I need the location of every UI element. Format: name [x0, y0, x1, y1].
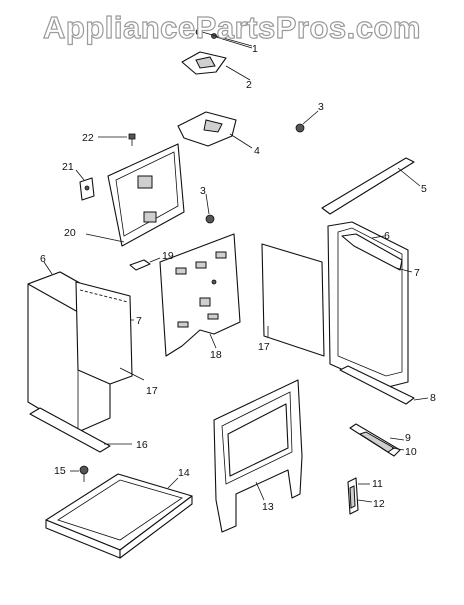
part-6-right-side	[327, 221, 413, 389]
callout-16: 16	[136, 439, 148, 451]
callout-13: 13	[262, 501, 274, 513]
callout-14: 14	[178, 467, 190, 479]
part-17-left-inner	[75, 281, 145, 385]
callout-4: 4	[254, 145, 260, 157]
part-4-plate	[177, 111, 253, 149]
watermark: AppliancePartsPros.com	[42, 9, 421, 45]
callout-7b: 7	[136, 315, 142, 327]
part-9-10-bracket	[349, 423, 405, 457]
callout-3: 3	[318, 101, 324, 113]
callout-6: 6	[384, 230, 390, 242]
callout-2: 2	[246, 79, 252, 91]
part-15-foot	[70, 465, 89, 482]
callout-3b: 3	[200, 185, 206, 197]
callout-20: 20	[64, 227, 76, 239]
part-21-clip	[75, 169, 95, 201]
callout-1: 1	[252, 43, 258, 55]
part-5-strip	[321, 157, 421, 215]
callout-22: 22	[82, 132, 94, 144]
callout-17b: 17	[146, 385, 158, 397]
part-3-knob-lower	[205, 193, 215, 224]
part-2-bracket	[181, 51, 251, 81]
part-8-rail	[339, 365, 429, 405]
part-16-rail	[29, 407, 132, 453]
callout-8: 8	[430, 392, 436, 404]
part-22-screw	[98, 133, 136, 146]
callout-10: 10	[405, 446, 417, 458]
callout-labels: 1 2 3 4 3 22 5 21 6 20 19 7 6 7 18 17 17…	[40, 43, 436, 513]
callout-17: 17	[258, 341, 270, 353]
callout-6b: 6	[40, 253, 46, 265]
callout-9: 9	[405, 432, 411, 444]
part-1-screws	[195, 28, 253, 49]
part-18-center-frame	[159, 233, 241, 357]
callout-15: 15	[54, 465, 66, 477]
part-19-bracket	[129, 257, 161, 271]
part-3-knob	[295, 110, 319, 133]
callout-21: 21	[62, 161, 74, 173]
part-17-center-panel	[261, 243, 325, 357]
callout-19: 19	[162, 250, 174, 262]
callout-5: 5	[421, 183, 427, 195]
part-13-front-frame	[213, 379, 303, 533]
part-11-12-clip	[347, 477, 373, 515]
callout-7: 7	[414, 267, 420, 279]
part-14-drawer	[45, 473, 193, 559]
callout-18: 18	[210, 349, 222, 361]
callout-12: 12	[373, 498, 385, 510]
callout-11: 11	[372, 478, 383, 490]
part-20-back-panel	[85, 143, 185, 247]
